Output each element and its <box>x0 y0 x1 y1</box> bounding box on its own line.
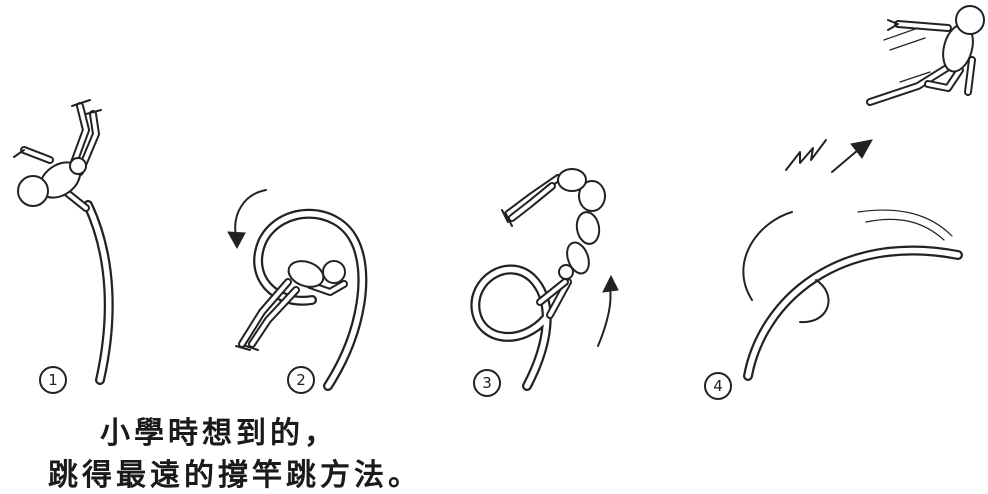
step-1-hand <box>13 149 25 158</box>
step-1-leg-right-highlight <box>78 112 98 174</box>
step-4-head <box>955 5 985 35</box>
step-2-rotation-arrowhead <box>227 231 246 250</box>
step-4-motion-line-1 <box>857 209 953 237</box>
step-2-figure <box>227 189 368 391</box>
step-2-leg-left-highlight <box>240 280 290 346</box>
step-3-number: 3 <box>473 369 501 397</box>
step-4-speed-lines <box>883 27 931 83</box>
step-1-arm-raised-highlight <box>22 148 52 162</box>
step-4-swoosh-line <box>742 211 793 301</box>
step-2-rotation-arrow-curve <box>234 189 267 237</box>
step-3-mid-torso <box>575 211 601 245</box>
step-3-lower-torso <box>566 241 590 275</box>
step-1-figure <box>13 99 114 385</box>
step-2-looped-pole-highlight <box>255 211 366 389</box>
step-2-head <box>322 260 346 284</box>
step-4-arm-forward-highlight <box>896 22 950 30</box>
step-3-up-arrowhead <box>602 274 619 293</box>
step-3-head <box>558 264 574 280</box>
step-3-feet <box>501 209 513 227</box>
step-1-number: 1 <box>39 366 67 394</box>
step-1-leg-left-highlight <box>70 104 88 170</box>
step-2-feet <box>235 345 259 351</box>
step-2-torso <box>287 260 325 288</box>
step-3-upper-torso <box>578 180 606 212</box>
caption-line-1: 小學時想到的， <box>100 416 338 451</box>
step-3-arm-right-highlight <box>538 280 567 304</box>
step-4-leg-extended-highlight <box>868 64 952 104</box>
step-3-up-arrow-curve <box>597 287 612 347</box>
step-1-pelvis <box>69 157 87 175</box>
step-4-hand <box>887 19 899 31</box>
step-2-leg-right-highlight <box>250 288 298 346</box>
step-3-looped-pole-highlight <box>472 266 550 389</box>
step-4-launch-arrowhead <box>850 139 873 159</box>
step-4-released-pole-highlight <box>745 247 961 379</box>
step-4-swoosh-curl <box>799 279 830 324</box>
step-3-hip <box>557 168 587 192</box>
step-4-leg-bent-highlight <box>926 68 962 90</box>
step-4-motion-line-2 <box>865 218 945 241</box>
step-1-arm-on-pole-highlight <box>64 190 88 210</box>
step-1-foot-right <box>85 109 102 115</box>
step-4-figure <box>742 5 985 381</box>
caption-line-2: 跳得最遠的撐竿跳方法。 <box>48 458 422 493</box>
step-2-number: 2 <box>287 366 315 394</box>
step-4-number: 4 <box>704 372 732 400</box>
step-4-burst-zigzag <box>785 139 827 171</box>
step-2-arms-highlight <box>308 282 346 294</box>
step-3-leg-right-highlight <box>510 184 554 220</box>
step-3-arm-left-highlight <box>548 280 570 317</box>
step-1-head <box>17 175 49 207</box>
step-1-foot-left <box>71 99 91 107</box>
step-1-pole-highlight <box>85 202 112 383</box>
step-4-launch-arrow-shaft <box>831 149 859 173</box>
step-4-arm-down-highlight <box>966 58 974 94</box>
step-3-figure <box>470 168 619 391</box>
